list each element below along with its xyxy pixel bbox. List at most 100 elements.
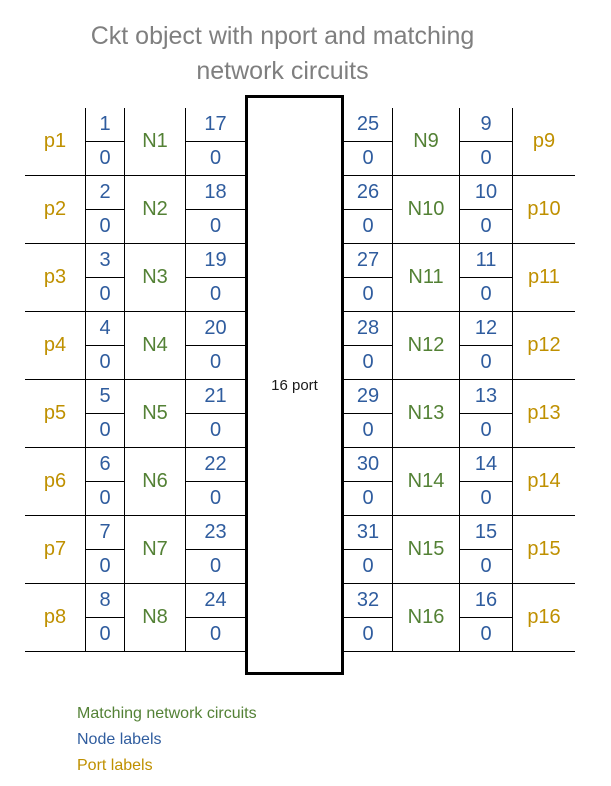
node-number: 0 xyxy=(209,351,222,373)
node-pair-right-inner: 25 0 xyxy=(344,108,393,176)
node-number: 32 xyxy=(356,589,380,611)
matching-network-right-cell: N12 xyxy=(393,312,459,380)
node-cell-bottom: 0 xyxy=(460,414,512,447)
node-number: 0 xyxy=(209,283,222,305)
matching-network-label: N10 xyxy=(407,198,445,220)
node-cell-top: 16 xyxy=(460,584,512,618)
matching-network-label: N14 xyxy=(407,470,445,492)
title-line-1: Ckt object with nport and matching xyxy=(90,22,475,50)
node-cell-bottom: 0 xyxy=(86,618,124,651)
node-cell-top: 1 xyxy=(86,108,124,142)
table-row: p2 2 0 N2 18 0 26 0 xyxy=(25,176,575,244)
port-label-left: p4 xyxy=(43,334,67,356)
port-label-right: p10 xyxy=(527,198,561,220)
node-pair-right-inner: 27 0 xyxy=(344,244,393,312)
matching-network-left-cell: N1 xyxy=(125,108,185,176)
matching-network-right-cell: N16 xyxy=(393,584,459,652)
node-cell-top: 8 xyxy=(86,584,124,618)
port-label-left-cell: p7 xyxy=(25,516,85,584)
node-pair-right-outer: 15 0 xyxy=(459,516,513,584)
port-label-right-cell: p9 xyxy=(513,108,575,176)
matching-network-label: N3 xyxy=(142,266,168,288)
node-cell-top: 27 xyxy=(344,244,392,278)
node-cell-bottom: 0 xyxy=(186,550,245,583)
node-number: 15 xyxy=(474,521,498,543)
node-number: 27 xyxy=(356,249,380,271)
node-number: 28 xyxy=(356,317,380,339)
node-number: 9 xyxy=(480,113,492,135)
legend-port-labels: Port labels xyxy=(77,757,153,774)
node-cell-bottom: 0 xyxy=(86,346,124,379)
node-number: 4 xyxy=(99,317,111,339)
node-cell-bottom: 0 xyxy=(86,414,124,447)
node-pair-right-inner: 29 0 xyxy=(344,380,393,448)
node-number: 0 xyxy=(99,487,111,509)
node-cell-bottom: 0 xyxy=(186,210,245,243)
matching-network-label: N11 xyxy=(408,266,444,288)
matching-network-left-cell: N2 xyxy=(125,176,185,244)
port-label-left-cell: p2 xyxy=(25,176,85,244)
port-label-left-cell: p5 xyxy=(25,380,85,448)
node-number: 0 xyxy=(362,147,374,169)
node-number: 0 xyxy=(362,419,374,441)
matching-network-left-cell: N8 xyxy=(125,584,185,652)
node-number: 0 xyxy=(480,555,492,577)
node-cell-bottom: 0 xyxy=(86,482,124,515)
node-number: 11 xyxy=(475,249,497,271)
matching-network-label: N7 xyxy=(142,538,168,560)
matching-network-label: N1 xyxy=(142,130,168,152)
matching-network-left-cell: N5 xyxy=(125,380,185,448)
nport-box: 16 port xyxy=(245,95,344,675)
node-cell-top: 21 xyxy=(186,380,245,414)
node-number: 0 xyxy=(480,147,492,169)
node-cell-top: 24 xyxy=(186,584,245,618)
port-label-right: p13 xyxy=(527,402,561,424)
table-row: p7 7 0 N7 23 0 31 0 xyxy=(25,516,575,584)
node-number: 0 xyxy=(99,147,111,169)
matching-network-label: N5 xyxy=(142,402,168,424)
table-row: p1 1 0 N1 17 0 25 0 xyxy=(25,108,575,176)
node-number: 0 xyxy=(209,215,222,237)
port-label-right-cell: p11 xyxy=(513,244,575,312)
legend-matching-network-circuits: Matching network circuits xyxy=(77,705,257,722)
port-label-right-cell: p16 xyxy=(513,584,575,652)
node-cell-bottom: 0 xyxy=(460,482,512,515)
matching-network-right-cell: N9 xyxy=(393,108,459,176)
node-number: 0 xyxy=(480,283,492,305)
matching-network-right-cell: N13 xyxy=(393,380,459,448)
node-pair-right-inner: 32 0 xyxy=(344,584,393,652)
node-pair-left-outer: 3 0 xyxy=(85,244,125,312)
matching-network-label: N9 xyxy=(413,130,439,152)
port-label-left: p8 xyxy=(43,606,67,628)
port-label-right-cell: p13 xyxy=(513,380,575,448)
node-number: 17 xyxy=(204,113,227,135)
port-label-right: p12 xyxy=(527,334,561,356)
node-pair-left-outer: 4 0 xyxy=(85,312,125,380)
node-cell-bottom: 0 xyxy=(460,210,512,243)
port-label-right: p14 xyxy=(527,470,561,492)
port-label-right-cell: p15 xyxy=(513,516,575,584)
node-number: 30 xyxy=(356,453,380,475)
node-pair-left-inner: 17 0 xyxy=(185,108,245,176)
node-cell-bottom: 0 xyxy=(344,414,392,447)
node-cell-top: 15 xyxy=(460,516,512,550)
table-row: p4 4 0 N4 20 0 28 0 xyxy=(25,312,575,380)
matching-network-label: N4 xyxy=(142,334,168,356)
node-cell-bottom: 0 xyxy=(344,210,392,243)
node-cell-bottom: 0 xyxy=(86,210,124,243)
node-cell-top: 32 xyxy=(344,584,392,618)
node-cell-top: 5 xyxy=(86,380,124,414)
node-cell-top: 11 xyxy=(460,244,512,278)
matching-network-label: N12 xyxy=(407,334,445,356)
node-cell-bottom: 0 xyxy=(344,618,392,651)
port-label-right: p16 xyxy=(527,606,561,628)
table-row: p3 3 0 N3 19 0 27 0 xyxy=(25,244,575,312)
node-number: 0 xyxy=(209,419,222,441)
node-number: 0 xyxy=(99,419,111,441)
matching-network-left-cell: N3 xyxy=(125,244,185,312)
node-number: 16 xyxy=(474,589,498,611)
node-cell-top: 28 xyxy=(344,312,392,346)
port-label-right-cell: p10 xyxy=(513,176,575,244)
node-cell-top: 6 xyxy=(86,448,124,482)
